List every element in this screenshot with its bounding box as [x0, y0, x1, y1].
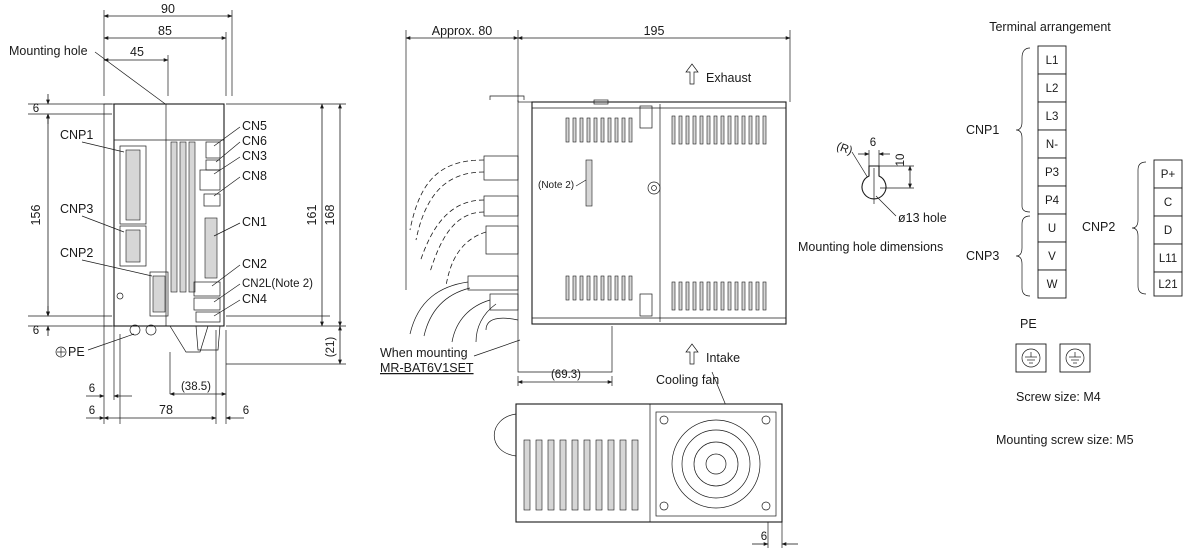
pe-label: PE — [1020, 317, 1037, 331]
terminal-w — [1037, 269, 1067, 299]
terminal-u — [1037, 213, 1067, 243]
terminal-l11-label: L11 — [1159, 253, 1177, 265]
pe-terminal-1 — [1015, 343, 1047, 373]
label-cnp1-group: CNP1 — [966, 123, 999, 137]
label-cnp1: CNP1 — [60, 128, 93, 142]
terminal-d — [1153, 215, 1183, 245]
side-view: Approx. 80 195 Exhaust — [380, 24, 798, 548]
label-cn4: CN4 — [242, 292, 267, 306]
dim-right-6: 6 — [243, 405, 249, 417]
cooling-fan-label: Cooling fan — [656, 373, 719, 387]
dim-bottom-6: 6 — [33, 325, 39, 337]
terminal-l3-label: L3 — [1046, 111, 1059, 123]
label-cnp3: CNP3 — [60, 202, 93, 216]
dim-78: 78 — [159, 403, 173, 417]
screw-size: Screw size: M4 — [1016, 390, 1101, 404]
terminal-d-label: D — [1164, 225, 1172, 237]
dim-left-6a: 6 — [89, 383, 95, 395]
label-cn2: CN2 — [242, 257, 267, 271]
terminal-l21 — [1153, 271, 1183, 297]
mounting-screw-size: Mounting screw size: M5 — [996, 433, 1134, 447]
label-cnp2-group: CNP2 — [1082, 220, 1115, 234]
amplifier-body-bottom — [515, 403, 783, 523]
note2-label: (Note 2) — [538, 180, 574, 191]
terminal-l11 — [1153, 243, 1183, 273]
dim-90: 90 — [161, 2, 175, 16]
terminal-p-plus-label: P+ — [1161, 169, 1176, 181]
terminal-v-label: V — [1048, 251, 1056, 263]
terminal-p4 — [1037, 185, 1067, 215]
dim-69-3: (69.3) — [551, 369, 581, 381]
exhaust-label: Exhaust — [706, 71, 752, 85]
terminal-l3 — [1037, 101, 1067, 131]
dim-top-6: 6 — [33, 103, 39, 115]
terminal-p4-label: P4 — [1045, 195, 1060, 207]
terminal-l1-label: L1 — [1046, 55, 1059, 67]
hole-r-label: (R) — [835, 141, 854, 158]
dim-38-5: (38.5) — [181, 381, 211, 393]
amplifier-body-side — [531, 101, 787, 325]
when-mounting-label: When mounting — [380, 346, 468, 360]
terminal-title: Terminal arrangement — [989, 20, 1111, 34]
label-cn2l: CN2L(Note 2) — [242, 278, 313, 290]
dim-161: 161 — [305, 205, 319, 226]
pe-terminal-2 — [1059, 343, 1091, 373]
dim-approx-80: Approx. 80 — [432, 24, 493, 38]
dim-left-6b: 6 — [89, 405, 95, 417]
hole-dims-caption: Mounting hole dimensions — [798, 240, 943, 254]
mounting-hole-label: Mounting hole — [9, 44, 88, 58]
label-cnp2: CNP2 — [60, 246, 93, 260]
dim-21: (21) — [325, 337, 337, 358]
terminal-p-plus — [1153, 159, 1183, 189]
hole-dim-10: 10 — [895, 154, 907, 167]
terminal-p3-label: P3 — [1045, 167, 1059, 179]
terminal-l21-label: L21 — [1158, 279, 1177, 291]
terminal-c-label: C — [1164, 197, 1172, 209]
dim-168: 168 — [323, 205, 337, 226]
terminal-l2-label: L2 — [1046, 83, 1059, 95]
hole-13-label: ø13 hole — [898, 211, 947, 225]
label-cn5: CN5 — [242, 119, 267, 133]
label-cn6: CN6 — [242, 134, 267, 148]
intake-label: Intake — [706, 351, 740, 365]
mounting-hole-detail: (R) 6 10 ø13 hole Mounting hole dimensio… — [798, 137, 947, 254]
label-cn1: CN1 — [242, 215, 267, 229]
label-cn3: CN3 — [242, 149, 267, 163]
label-cn8: CN8 — [242, 169, 267, 183]
terminal-arrangement: Terminal arrangement L1 L2 L3 N- P3 P4 U… — [966, 20, 1183, 447]
terminal-l1 — [1037, 45, 1067, 75]
dim-156: 156 — [29, 205, 43, 226]
terminal-w-label: W — [1047, 279, 1058, 291]
front-pe-label: PE — [68, 345, 85, 359]
front-view: 90 85 45 Mounting hole — [9, 2, 346, 424]
dim-85: 85 — [158, 24, 172, 38]
hole-dim-6: 6 — [870, 137, 876, 149]
dim-45: 45 — [130, 45, 144, 59]
label-cnp3-group: CNP3 — [966, 249, 999, 263]
battery-set-label: MR-BAT6V1SET — [380, 361, 474, 375]
terminal-n-label: N- — [1046, 139, 1058, 151]
dim-bottom-view-6: 6 — [761, 531, 767, 543]
terminal-v — [1037, 241, 1067, 271]
terminal-u-label: U — [1048, 223, 1056, 235]
dim-195: 195 — [644, 24, 665, 38]
